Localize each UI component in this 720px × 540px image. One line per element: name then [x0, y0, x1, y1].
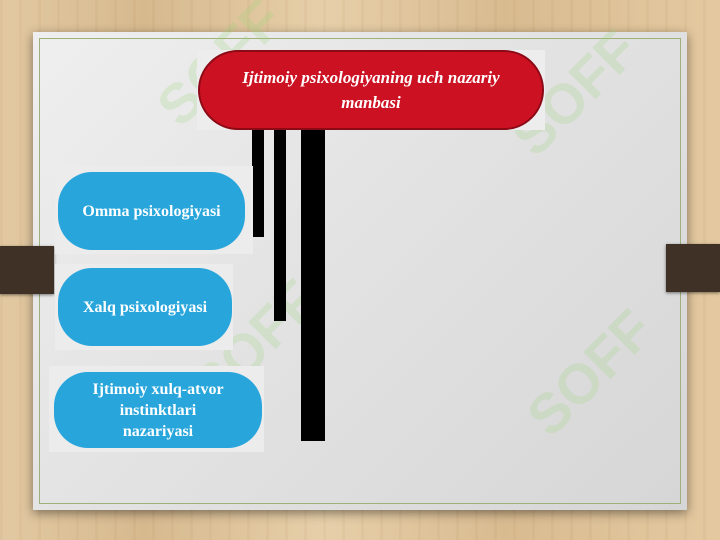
diagram-title: Ijtimoiy psixologiyaning uch nazariy man… [198, 50, 544, 130]
connector-3 [301, 130, 325, 441]
connector-1 [252, 130, 264, 237]
connector-2 [274, 130, 286, 321]
item-xalq-psixologiyasi: Xalq psixologiyasi [58, 268, 232, 346]
right-tab [666, 244, 720, 292]
item-ijtimoiy-xulq-atvor: Ijtimoiy xulq-atvor instinktlari nazariy… [54, 372, 262, 448]
left-tab [0, 246, 54, 294]
item-omma-psixologiyasi: Omma psixologiyasi [58, 172, 245, 250]
